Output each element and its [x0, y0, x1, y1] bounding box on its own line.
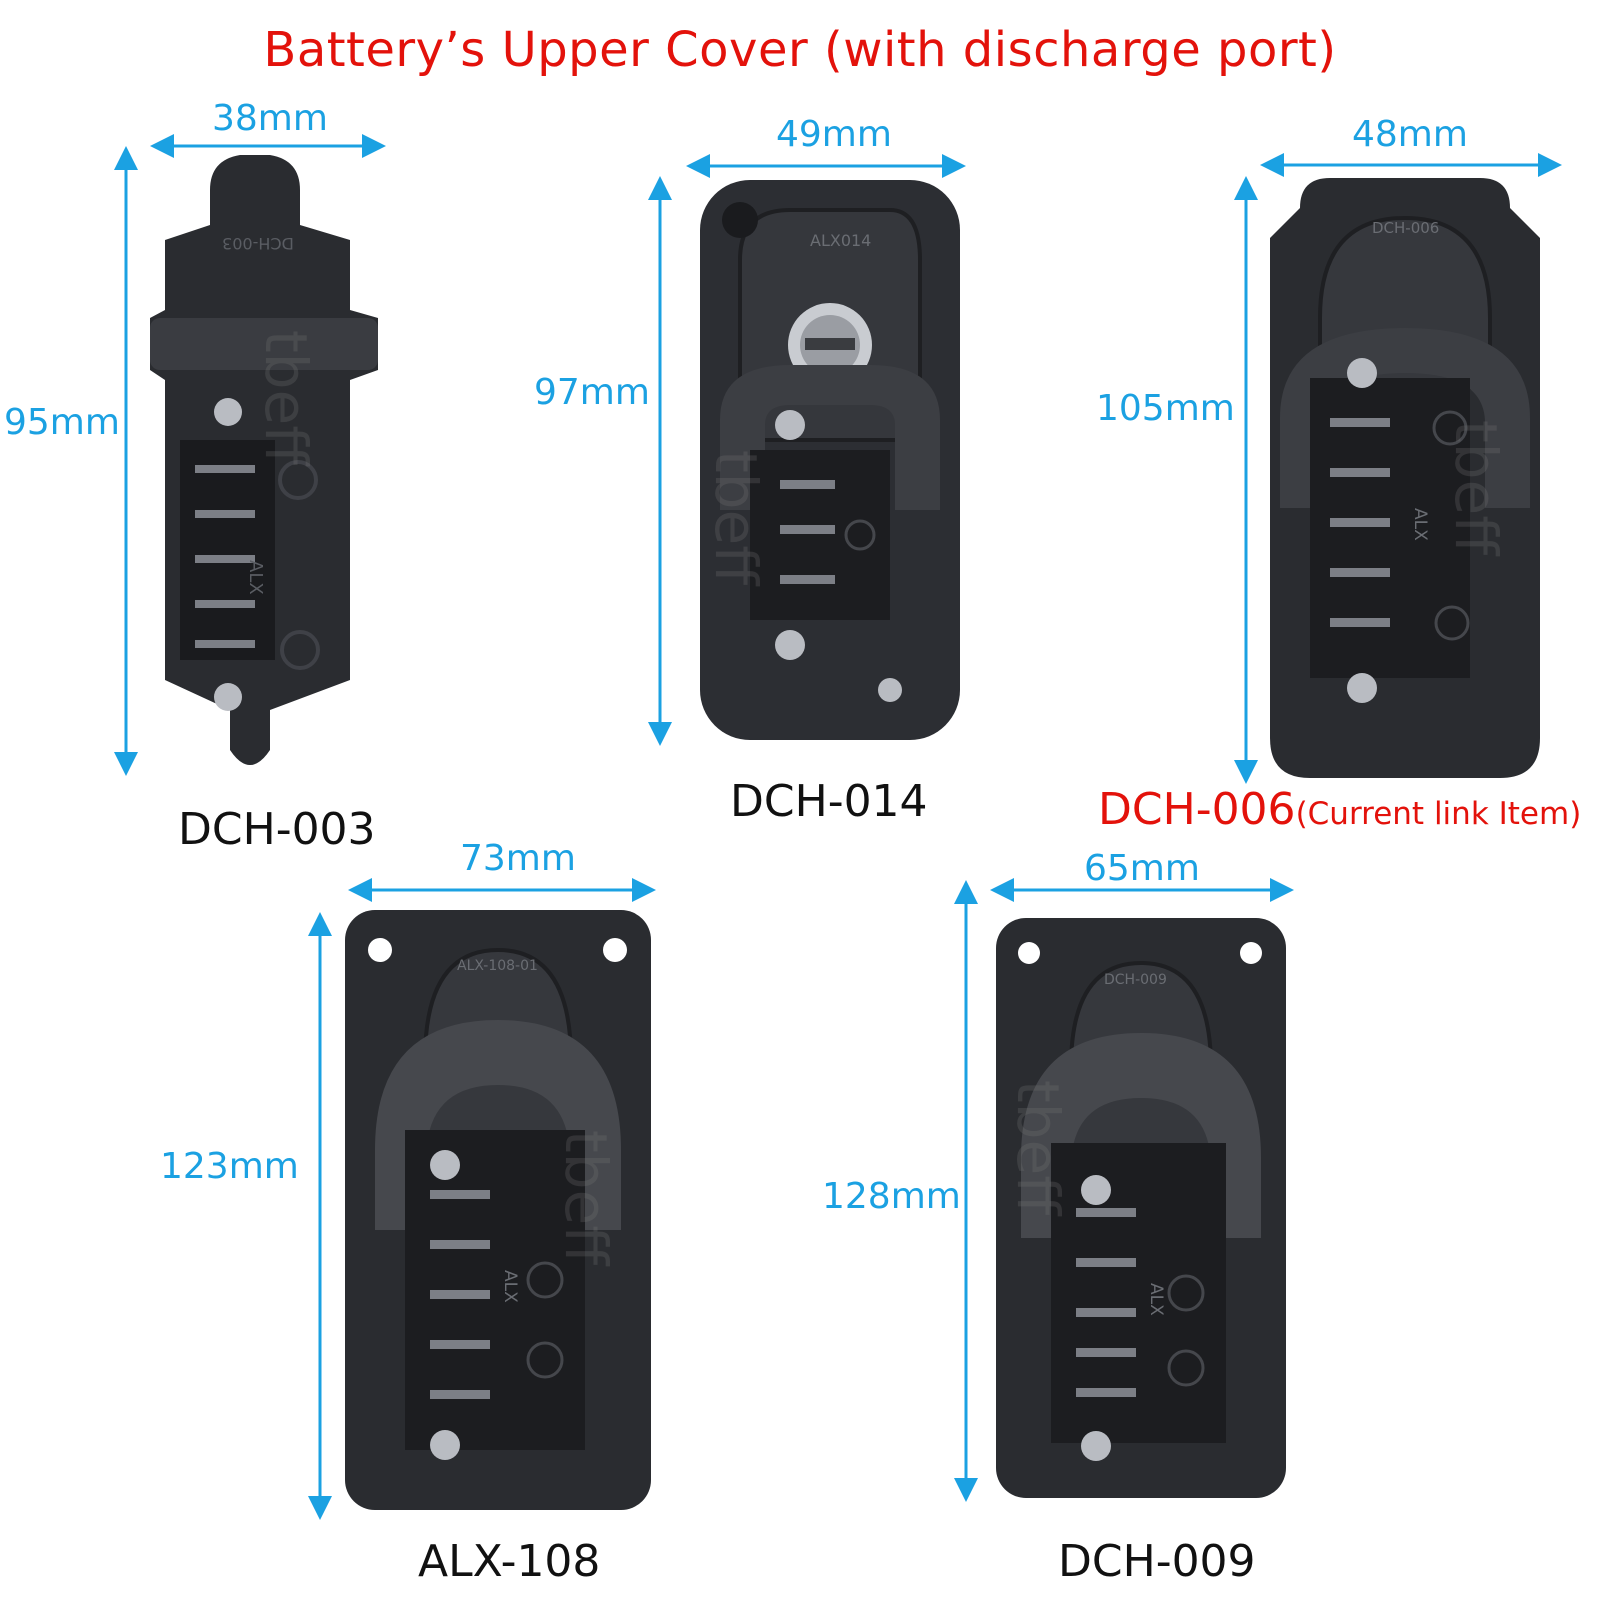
product-photo-dch003: DCH-003 ALX	[150, 155, 378, 765]
imprint-alx108: ALX-108-01	[457, 958, 538, 974]
imprint-alx-2: ALX	[1410, 508, 1430, 541]
product-photo-dch014: ALX014	[700, 180, 960, 740]
height-label-dch009: 128mm	[822, 1176, 961, 1217]
model-name-dch006: DCH-006	[1098, 784, 1296, 835]
height-label-dch003: 95mm	[4, 402, 120, 443]
product-photo-dch009: DCH-009 ALX	[996, 918, 1286, 1498]
width-label-dch009: 65mm	[1084, 848, 1200, 889]
height-label-dch014: 97mm	[534, 372, 650, 413]
imprint-dch009: DCH-009	[1104, 972, 1167, 988]
imprint-alx014: ALX014	[810, 231, 871, 250]
product-photo-dch006: DCH-006 ALX	[1270, 178, 1540, 778]
model-label-alx108: ALX-108	[418, 1536, 601, 1587]
imprint-dch003: DCH-003	[222, 234, 294, 253]
height-label-alx108: 123mm	[160, 1146, 299, 1187]
width-label-alx108: 73mm	[460, 838, 576, 879]
height-label-dch006: 105mm	[1096, 388, 1235, 429]
product-photo-alx108: ALX-108-01 ALX	[345, 910, 651, 1510]
imprint-dch006: DCH-006	[1372, 219, 1439, 237]
watermark: tbeff	[252, 330, 320, 466]
current-link-note: (Current link Item)	[1295, 796, 1582, 832]
watermark: tbeff	[1004, 1080, 1072, 1216]
width-label-dch003: 38mm	[212, 98, 328, 139]
watermark: tbeff	[702, 450, 770, 586]
imprint-alx-3: ALX	[500, 1270, 520, 1303]
watermark: tbeff	[1442, 420, 1510, 556]
model-label-dch006: DCH-006(Current link Item)	[1098, 784, 1581, 835]
model-label-dch009: DCH-009	[1058, 1536, 1256, 1587]
model-label-dch003: DCH-003	[178, 804, 376, 855]
page-title: Battery’s Upper Cover (with discharge po…	[263, 22, 1337, 78]
watermark: tbeff	[552, 1130, 620, 1266]
imprint-alx-4: ALX	[1146, 1283, 1166, 1316]
width-label-dch014: 49mm	[776, 114, 892, 155]
model-label-dch014: DCH-014	[730, 776, 928, 827]
width-label-dch006: 48mm	[1352, 114, 1468, 155]
imprint-alx-1: ALX	[245, 560, 266, 595]
